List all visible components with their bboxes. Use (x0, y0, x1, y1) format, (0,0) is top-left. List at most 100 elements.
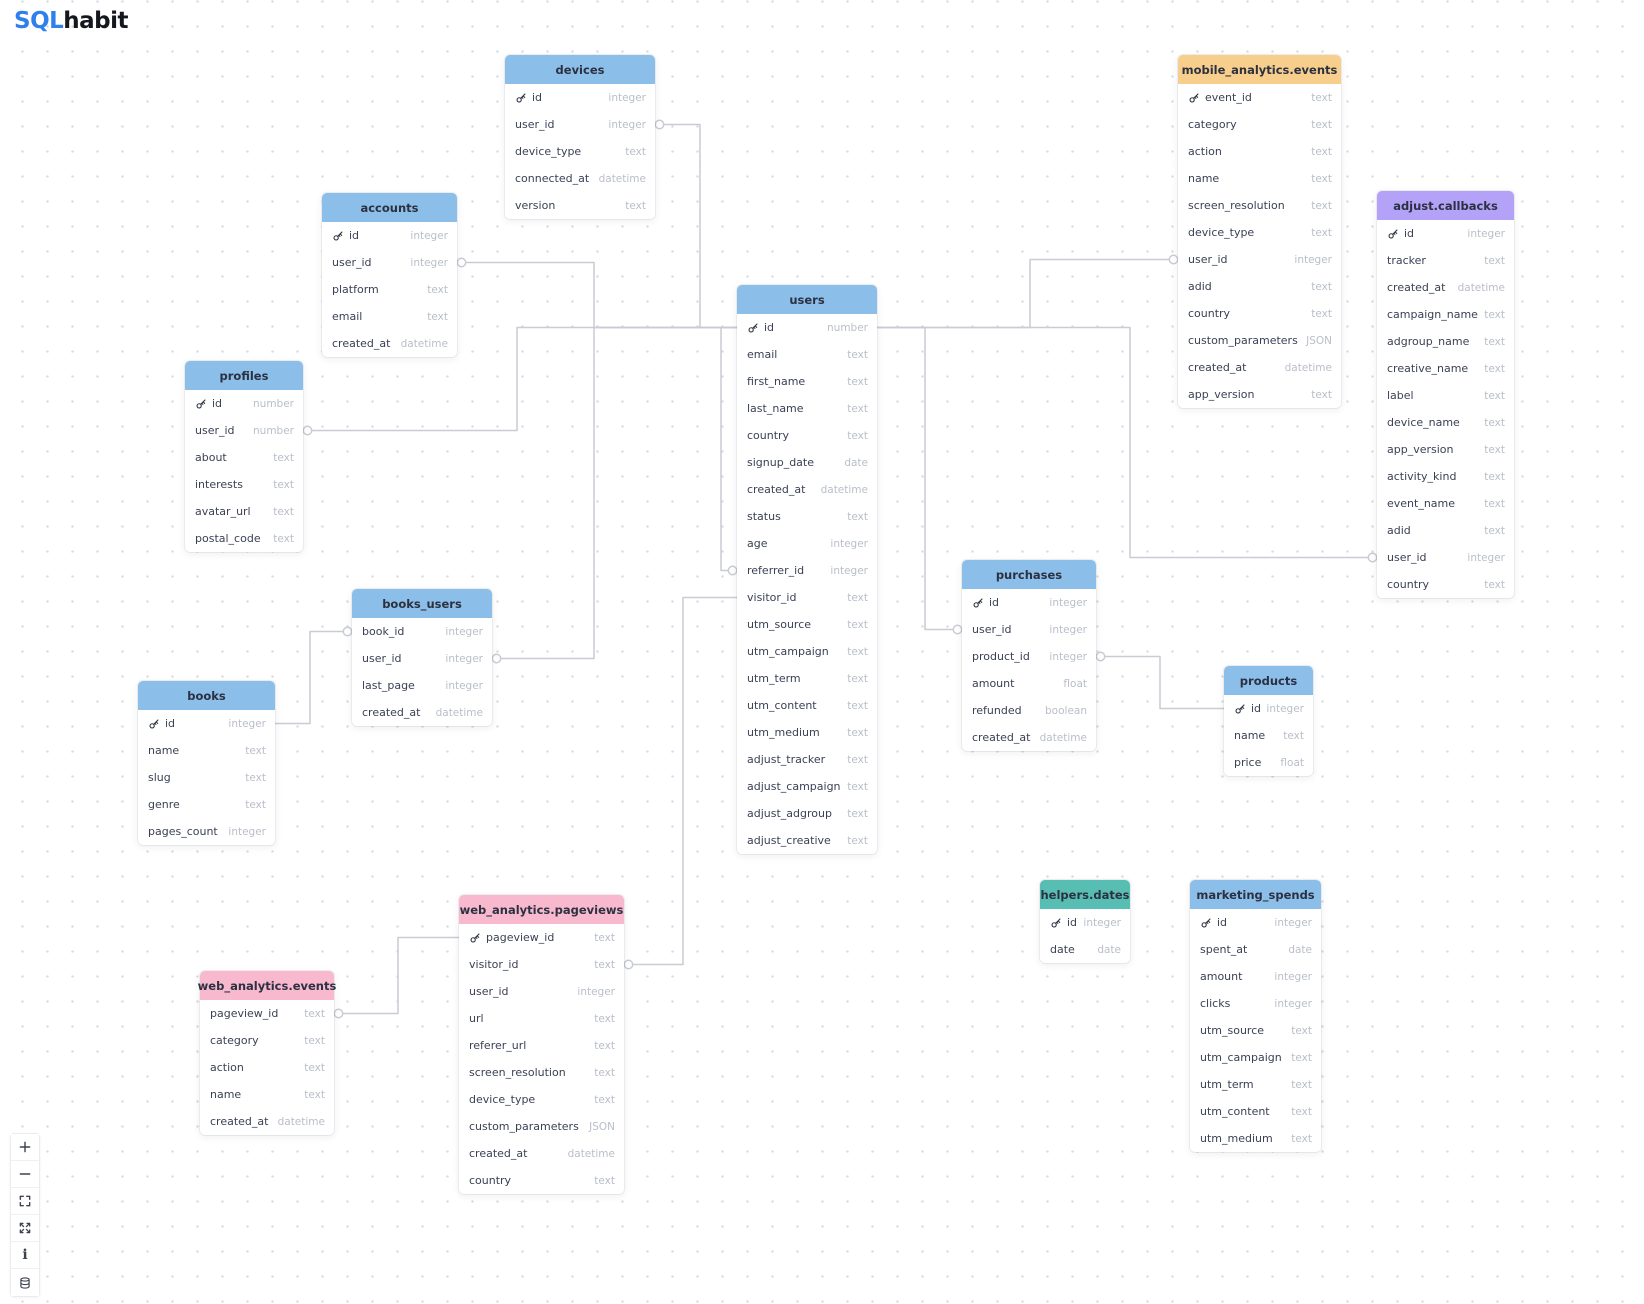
primary-key-icon (748, 322, 758, 332)
field-name-label: amount (1200, 970, 1243, 983)
table-title[interactable]: web_analytics.pageviews (459, 895, 624, 924)
field-name: id (515, 91, 542, 104)
field-name-label: email (747, 348, 778, 361)
relationship-line[interactable] (877, 326, 962, 631)
relationship-line[interactable] (877, 326, 1377, 559)
primary-key-icon (1388, 228, 1398, 238)
field-name: slug (148, 771, 171, 784)
relationship-line[interactable] (624, 596, 737, 966)
relationship-line[interactable] (492, 326, 737, 660)
plus-button[interactable] (11, 1134, 39, 1161)
table-title[interactable]: accounts (322, 193, 457, 222)
field-name-label: refunded (972, 704, 1022, 717)
field-name: about (195, 451, 227, 464)
table-title[interactable]: products (1224, 666, 1313, 695)
field-name-label: id (989, 596, 1000, 609)
field-name-label: first_name (747, 375, 806, 388)
field-name: utm_content (747, 699, 817, 712)
field-type: text (1291, 1051, 1312, 1064)
field-name: user_id (972, 623, 1012, 636)
relationship-endpoint-icon (456, 257, 467, 268)
table-title[interactable]: marketing_spends (1190, 880, 1321, 909)
relationship-line[interactable] (655, 123, 737, 329)
field-name-label: name (210, 1088, 242, 1101)
field-name: referer_url (469, 1039, 526, 1052)
field-type: text (1311, 172, 1332, 185)
relationship-line[interactable] (1096, 655, 1224, 710)
field-name-label: adjust_tracker (747, 753, 826, 766)
field-name: spent_at (1200, 943, 1247, 956)
field-type: text (847, 780, 868, 793)
relationship-line[interactable] (334, 936, 459, 1015)
field-name: referrer_id (747, 564, 804, 577)
field-type: text (1484, 254, 1505, 267)
table-title[interactable]: devices (505, 55, 655, 84)
field-type: text (1291, 1105, 1312, 1118)
primary-key-icon (1201, 917, 1211, 927)
fit-view-button[interactable] (11, 1215, 39, 1242)
table-title[interactable]: purchases (962, 560, 1096, 589)
field-type: text (1484, 416, 1505, 429)
fullscreen-button[interactable] (11, 1188, 39, 1215)
field-name: utm_term (747, 672, 801, 685)
field-name: created_at (747, 483, 805, 496)
relationship-line[interactable] (720, 326, 737, 572)
field-name: id (972, 596, 999, 609)
field-type: text (1484, 335, 1505, 348)
info-button[interactable]: i (11, 1242, 39, 1269)
relationship-line[interactable] (457, 261, 737, 329)
field-name: app_version (1387, 443, 1454, 456)
minus-button[interactable] (11, 1161, 39, 1188)
table-title[interactable]: books (138, 681, 275, 710)
field-name-label: category (1188, 118, 1237, 131)
table-title[interactable]: books_users (352, 589, 492, 618)
field-type: integer (1274, 970, 1312, 983)
field-name-label: utm_content (747, 699, 817, 712)
table-title[interactable]: web_analytics.events (198, 971, 336, 1000)
field-name-label: utm_term (747, 672, 801, 685)
table-title[interactable]: helpers.dates (1040, 880, 1130, 909)
field-name: activity_kind (1387, 470, 1456, 483)
relationship-line[interactable] (877, 258, 1178, 329)
relationship-endpoint-icon (727, 565, 738, 576)
field-name-label: app_version (1188, 388, 1255, 401)
field-name: utm_medium (1200, 1132, 1273, 1145)
table-title[interactable]: profiles (185, 361, 303, 390)
primary-key-icon (470, 932, 480, 942)
logo-habit: habit (63, 8, 129, 34)
field-name: category (210, 1034, 259, 1047)
table-title[interactable]: users (737, 285, 877, 314)
field-type: float (1280, 756, 1304, 769)
field-name: adid (1387, 524, 1411, 537)
relationship-line[interactable] (275, 630, 352, 725)
database-button[interactable] (11, 1269, 39, 1296)
table-title[interactable]: mobile_analytics.events (1178, 55, 1341, 84)
table-title[interactable]: adjust.callbacks (1377, 191, 1514, 220)
app-logo[interactable]: SQLhabit (14, 8, 129, 34)
field-type: text (273, 505, 294, 518)
